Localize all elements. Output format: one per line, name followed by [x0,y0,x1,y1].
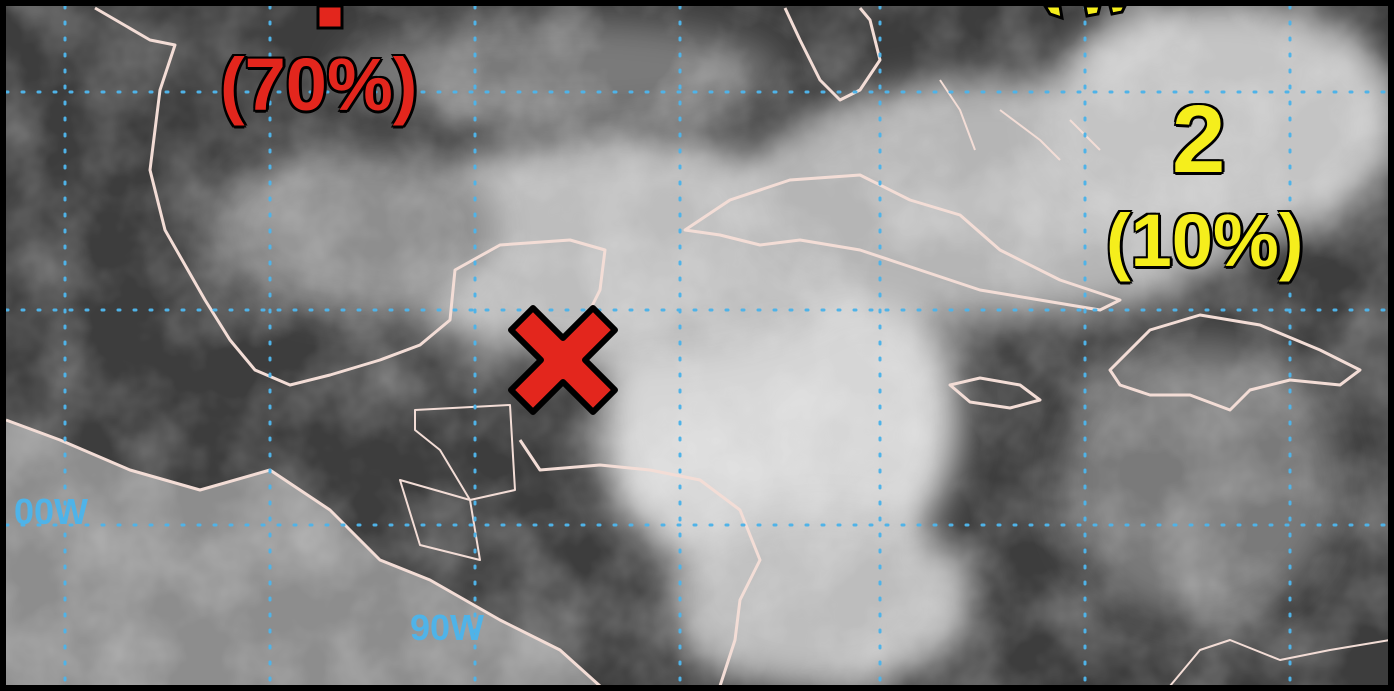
x-marker-icon [508,305,618,415]
lat-lon-grid [4,4,1392,688]
central-america-coast [518,439,762,687]
florida-coast [783,7,882,102]
south-america-coast [1169,639,1391,687]
gulf-coast-mexico [94,6,607,401]
hispaniola-coast [1108,313,1362,412]
outlook-1-chance-label: (70%) [220,43,418,126]
country-borders [399,404,516,561]
cuba-coast [683,173,1122,312]
outlook-2-number-label: 2 [1172,86,1226,193]
pacific-coast [5,418,602,688]
longitude-100w-label: 00W [14,491,89,532]
outlook-1-marker-stem [316,4,344,30]
longitude-90w-label: 90W [410,607,485,648]
jamaica-coast [948,376,1042,410]
outlook-2-chance-label: (10%) [1106,199,1304,282]
coastlines [5,6,1391,688]
